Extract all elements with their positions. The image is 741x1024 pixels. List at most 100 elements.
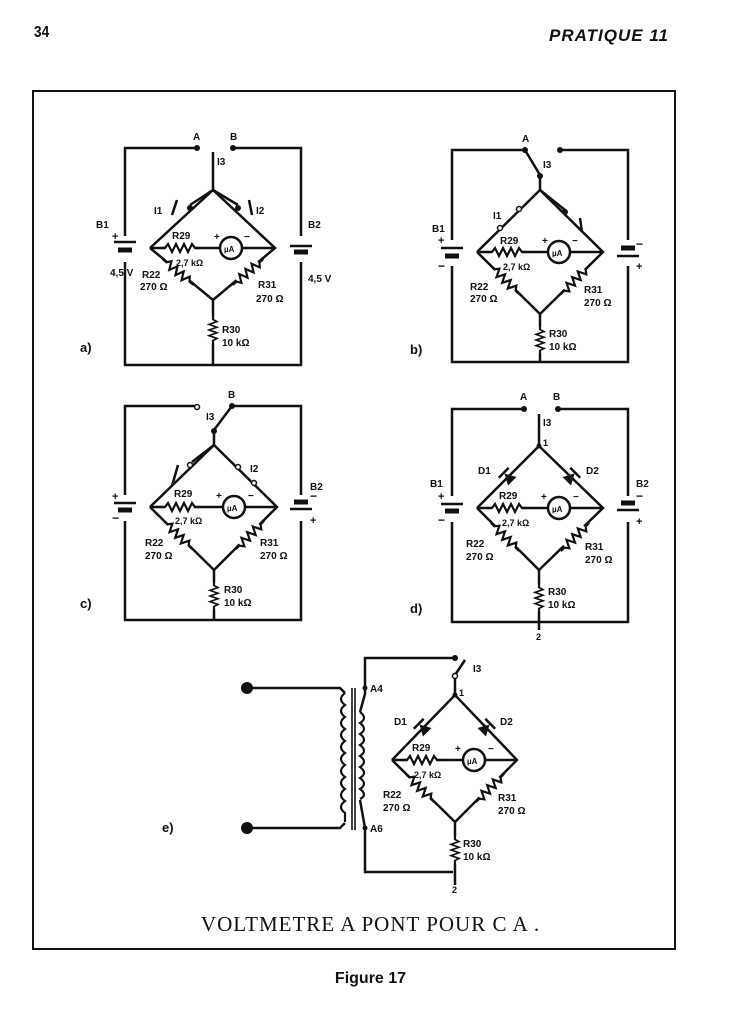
label-a-b1-voltage: 4,5 V [110, 268, 134, 279]
label-d-meter-plus: + [541, 492, 547, 503]
label-c-r22: R22 [145, 538, 164, 549]
figure-frame [32, 90, 676, 950]
circuit-e: A4 A6 I3 1 D1 D2 R29 2,7 kΩ µA + − R22 2… [162, 655, 525, 895]
label-a-r22: R22 [142, 270, 161, 281]
label-d-meter-minus: − [573, 492, 579, 503]
label-e-a4: A4 [370, 684, 383, 695]
label-b-b1-minus: − [438, 259, 445, 273]
label-d-r31: R31 [585, 542, 604, 553]
label-e-r22-value: 270 Ω [383, 803, 410, 814]
label-c-b1-minus: − [112, 511, 119, 525]
label-a-r30: R30 [222, 325, 241, 336]
label-c-meter-minus: − [248, 491, 254, 502]
label-c-r30-value: 10 kΩ [224, 598, 251, 609]
label-e-meter-minus: − [488, 744, 494, 755]
label-a-r29: R29 [172, 231, 191, 242]
label-d-meter: µA [552, 505, 563, 514]
label-d-b2: B2 [636, 479, 649, 490]
label-c-r29-value: 2,7 kΩ [175, 516, 202, 526]
label-e-a6: A6 [370, 824, 383, 835]
label-d-node-1: 1 [543, 438, 548, 448]
label-d-r30: R30 [548, 587, 567, 598]
label-b-i1: I1 [493, 211, 502, 222]
label-a-panel: a) [80, 340, 92, 355]
label-d-b1-plus: + [438, 491, 444, 503]
label-c-b2-minus: − [310, 489, 317, 503]
label-b-meter-minus: − [572, 236, 578, 247]
circuit-d: A B I3 1 D1 D2 B1 B2 + − − + R29 2,7 kΩ … [410, 392, 649, 642]
label-a-b2-voltage: 4,5 V [308, 274, 332, 285]
label-a-r29-value: 2,7 kΩ [176, 258, 203, 268]
label-e-r29: R29 [412, 743, 431, 754]
label-b-r31: R31 [584, 285, 603, 296]
label-a-b1-plus: + [112, 231, 118, 243]
label-a-terminal-b: B [230, 132, 237, 143]
label-d-b1: B1 [430, 479, 443, 490]
label-b-meter-plus: + [542, 236, 548, 247]
label-c-terminal-b: B [228, 390, 235, 401]
figure-caption: VOLTMETRE A PONT POUR C A . [200, 912, 541, 936]
label-a-r31-value: 270 Ω [256, 294, 283, 305]
label-e-r30: R30 [463, 839, 482, 850]
label-b-b1: B1 [432, 224, 445, 235]
label-c-r29: R29 [174, 489, 193, 500]
page-number: 34 [34, 24, 50, 41]
label-b-r22-value: 270 Ω [470, 294, 497, 305]
label-d-r31-value: 270 Ω [585, 555, 612, 566]
label-c-r31: R31 [260, 538, 279, 549]
label-d-d2: D2 [586, 466, 599, 477]
label-a-b1: B1 [96, 220, 109, 231]
circuit-b: A I3 I1 B1 + − − + R29 2,7 kΩ µA + − R22… [410, 134, 643, 364]
label-d-r22: R22 [466, 539, 485, 550]
label-e-node-2: 2 [452, 885, 457, 895]
label-d-r30-value: 10 kΩ [548, 600, 575, 611]
label-b-b2-plus: + [636, 261, 642, 273]
label-a-meter: µA [224, 245, 235, 254]
label-d-d1: D1 [478, 466, 491, 477]
label-b-r31-value: 270 Ω [584, 298, 611, 309]
label-e-r31: R31 [498, 793, 517, 804]
label-b-b2-minus: − [636, 237, 643, 251]
label-b-r30: R30 [549, 329, 568, 340]
label-b-meter: µA [552, 249, 563, 258]
label-e-r29-value: 2,7 kΩ [414, 770, 441, 780]
label-c-panel: c) [80, 596, 92, 611]
label-d-r29: R29 [499, 491, 518, 502]
label-c-r30: R30 [224, 585, 243, 596]
circuit-c: B I3 I2 B2 + − − + R29 2,7 kΩ µA + − R22… [80, 390, 323, 622]
label-e-node-1: 1 [459, 688, 464, 698]
label-b-r29-value: 2,7 kΩ [503, 262, 530, 272]
label-c-i2: I2 [250, 464, 259, 475]
label-c-b2: B2 [310, 482, 323, 493]
label-b-panel: b) [410, 342, 422, 357]
circuit-a: A B I3 I1 I2 B1 B2 + 4,5 V 4,5 V R29 2,7… [80, 132, 332, 367]
label-e-d1: D1 [394, 717, 407, 728]
label-e-r22: R22 [383, 790, 402, 801]
label-c-meter: µA [227, 504, 238, 513]
label-a-meter-minus: − [244, 232, 250, 243]
label-d-r29-value: 2,7 kΩ [502, 518, 529, 528]
label-a-i2: I2 [256, 206, 265, 217]
label-b-b1-plus: + [438, 235, 444, 247]
label-c-r31-value: 270 Ω [260, 551, 287, 562]
figure-label: Figure 17 [334, 970, 407, 987]
label-a-i1: I1 [154, 206, 163, 217]
running-title: PRATIQUE 11 [549, 26, 669, 45]
label-a-r31: R31 [258, 280, 277, 291]
label-a-meter-plus: + [214, 232, 220, 243]
label-e-meter-plus: + [455, 744, 461, 755]
label-d-r22-value: 270 Ω [466, 552, 493, 563]
label-d-terminal-b: B [553, 392, 560, 403]
label-a-r30-value: 10 kΩ [222, 338, 249, 349]
label-b-i3: I3 [543, 160, 552, 171]
label-c-meter-plus: + [216, 491, 222, 502]
label-a-b2: B2 [308, 220, 321, 231]
label-e-r31-value: 270 Ω [498, 806, 525, 817]
label-d-b2-minus: − [636, 489, 643, 503]
label-c-b2-plus: + [310, 515, 316, 527]
label-d-panel: d) [410, 601, 422, 616]
label-c-r22-value: 270 Ω [145, 551, 172, 562]
label-e-d2: D2 [500, 717, 513, 728]
label-d-terminal-a: A [520, 392, 527, 403]
